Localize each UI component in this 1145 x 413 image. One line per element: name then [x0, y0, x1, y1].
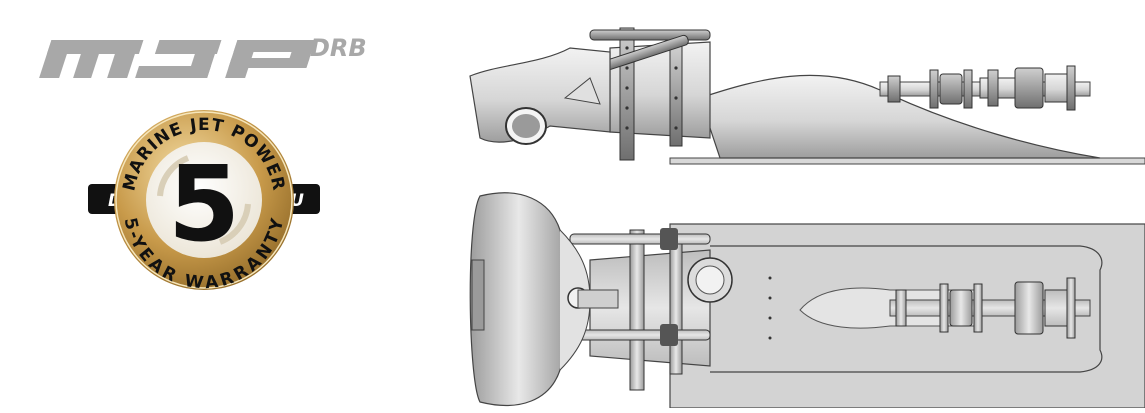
waterjet-side-view-icon: [460, 8, 1145, 178]
mjp-drb-logo: DRB: [28, 26, 388, 82]
badge-number: 5: [168, 143, 240, 265]
warranty-badge: DRB CSU MARINE JET POWER 5-YEAR WARRANTY…: [88, 108, 320, 294]
badge-inner-disc: [146, 142, 262, 258]
logo-model-text: DRB: [310, 34, 367, 62]
waterjet-top-view-icon: [460, 190, 1145, 409]
